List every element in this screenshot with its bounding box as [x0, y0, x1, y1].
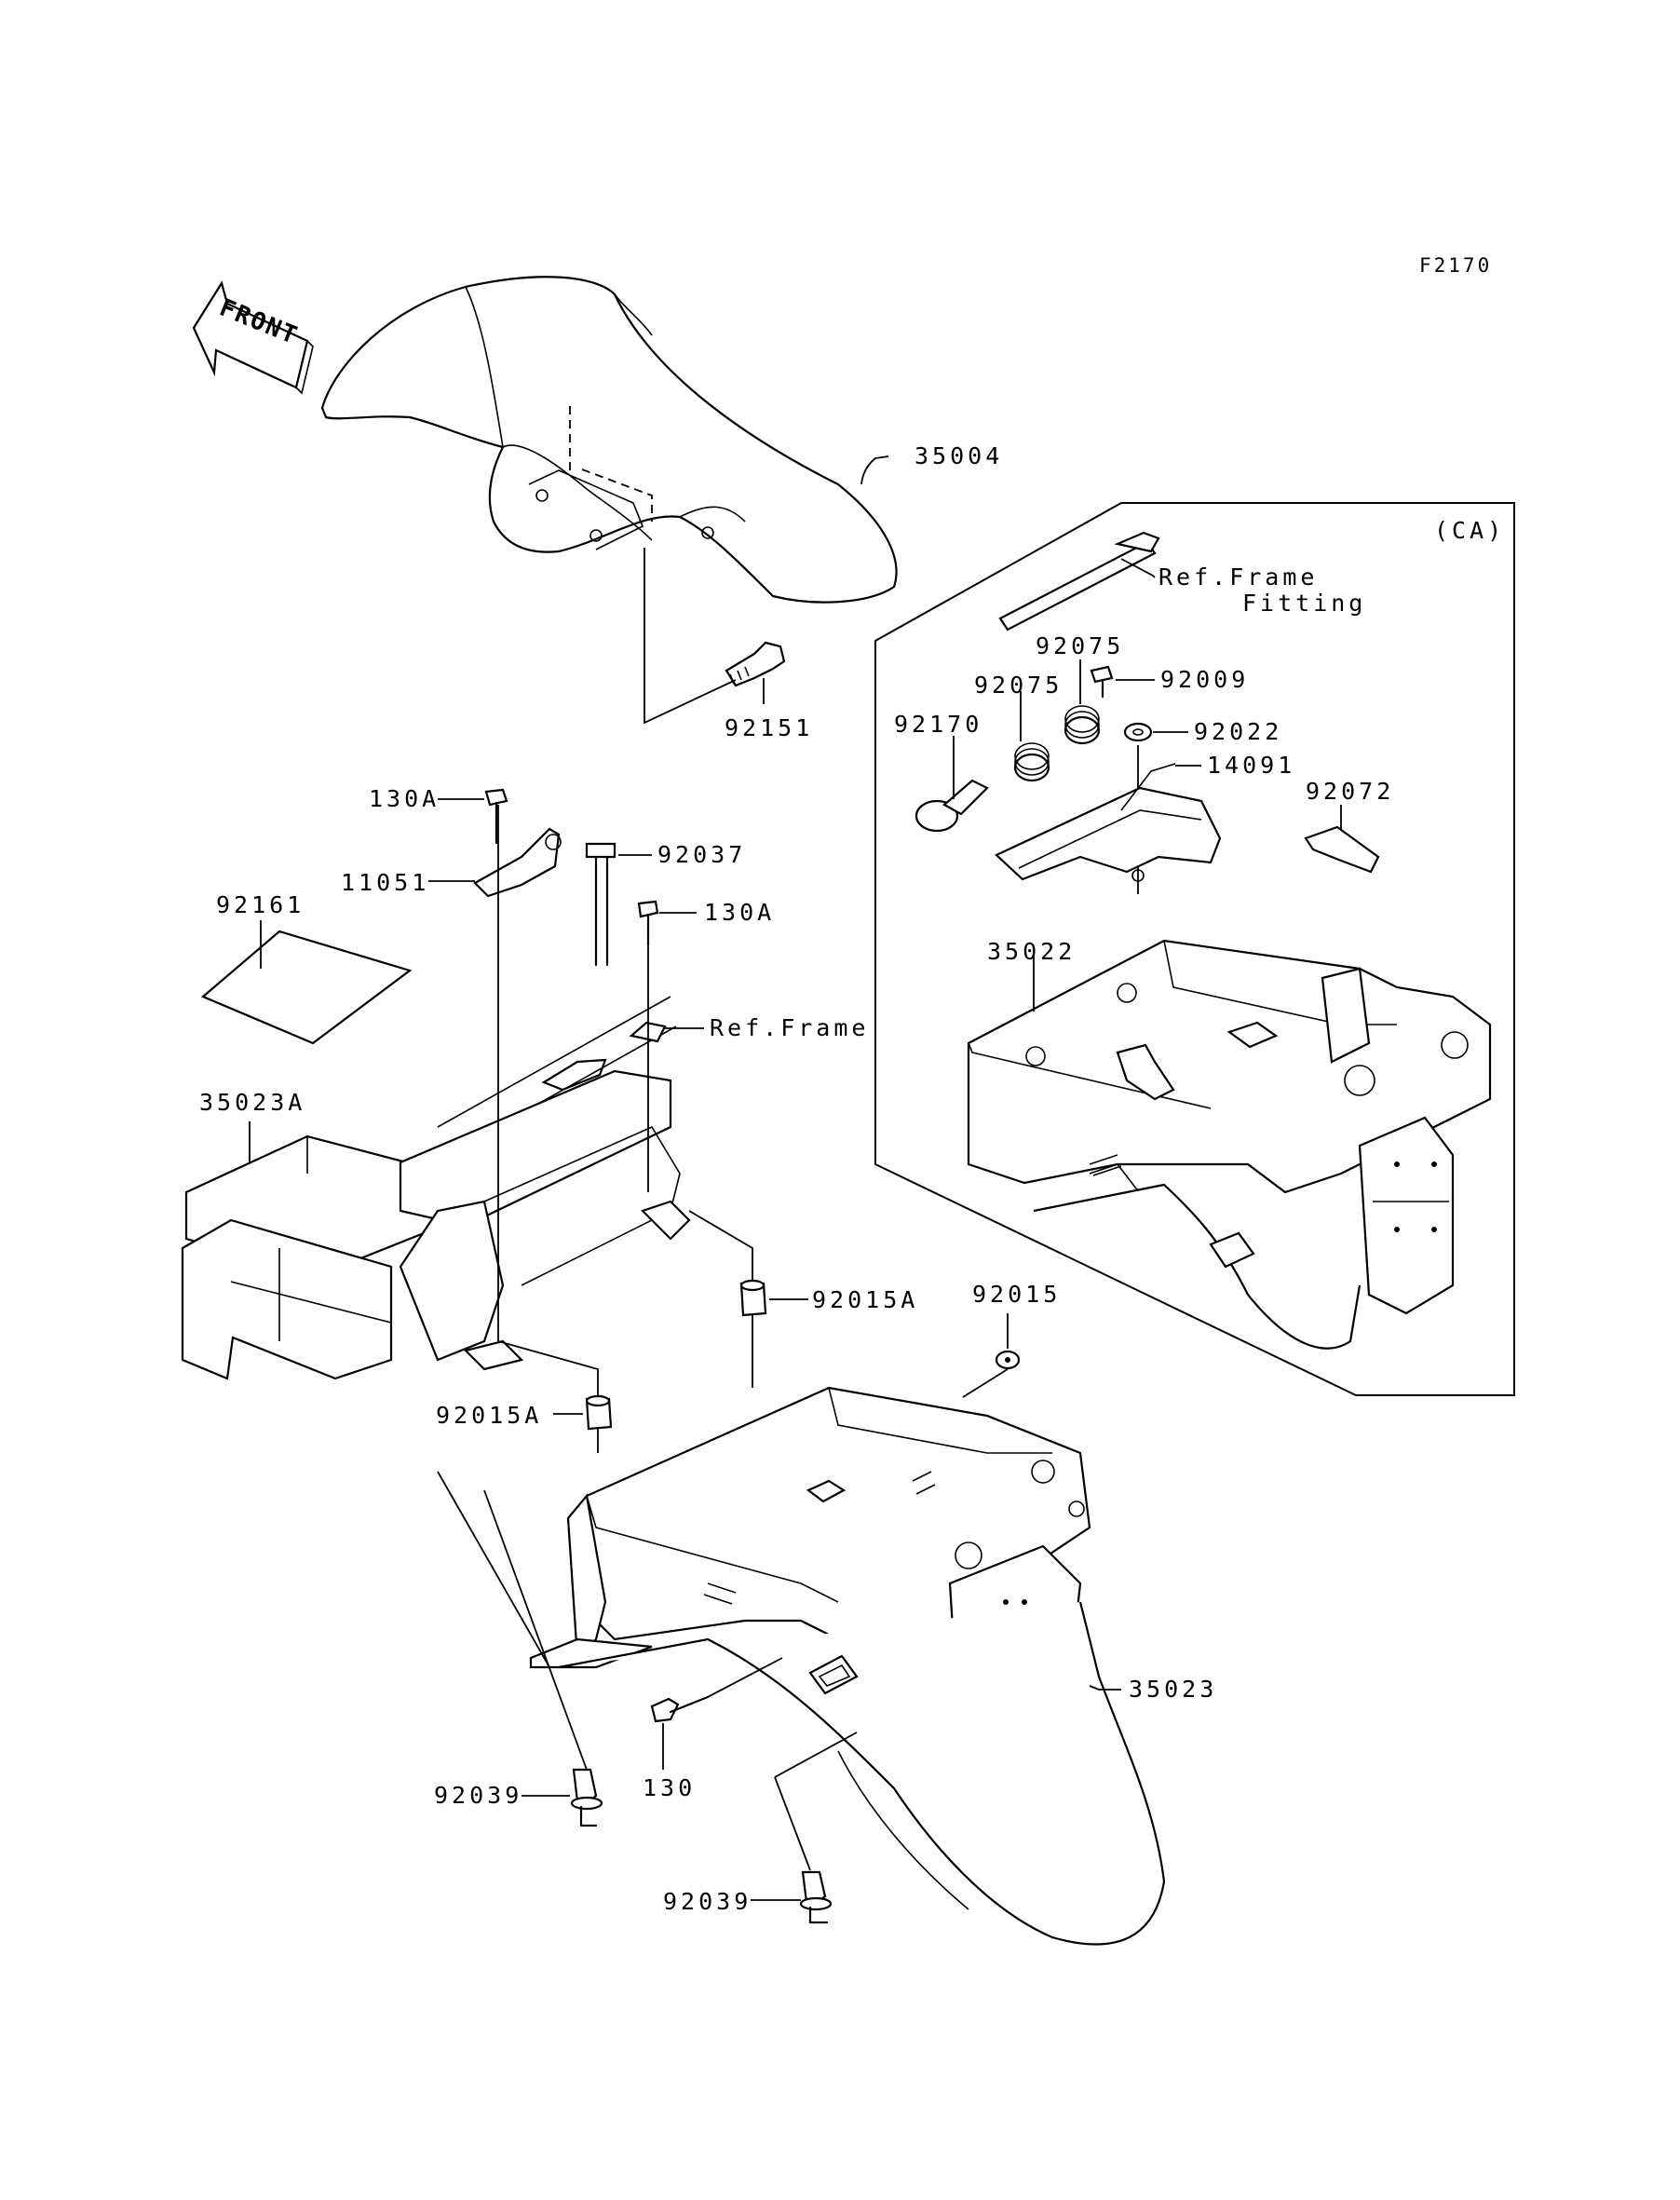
ca-inset	[874, 502, 1515, 1396]
grommet-92075-b	[1064, 659, 1101, 745]
part-92015: 92015	[972, 1281, 1061, 1308]
part-92151: 92151	[725, 714, 813, 741]
part-35023a: 35023A	[199, 1089, 305, 1116]
cover-14091	[995, 763, 1222, 882]
pad-92161	[200, 920, 413, 1045]
bolt-92151	[644, 548, 786, 725]
front-fender	[320, 276, 898, 604]
part-92170: 92170	[894, 711, 982, 738]
part-35022: 35022	[987, 938, 1076, 965]
frame-fitting-strip	[998, 531, 1160, 631]
figure-code: F2170	[1419, 254, 1492, 277]
washer-92015	[962, 1313, 1021, 1398]
grommet-92075-a	[1013, 691, 1050, 782]
part-92039-bottom: 92039	[663, 1888, 752, 1915]
bolt-130a-mid	[637, 900, 697, 946]
part-92015a-right: 92015A	[812, 1286, 918, 1313]
part-92022: 92022	[1194, 718, 1282, 745]
ref-frame-label: Ref.Frame	[710, 1014, 869, 1041]
part-92037: 92037	[657, 841, 746, 868]
damper-92015a-left	[497, 1340, 613, 1453]
band-92072	[1304, 805, 1380, 874]
part-130a-mid: 130A	[704, 899, 775, 926]
ref-frame-fitting-1: Ref.Frame	[1158, 564, 1318, 591]
ref-frame-fitting-2: Fitting	[1242, 590, 1366, 617]
part-35004: 35004	[915, 442, 1003, 469]
bolt-130	[650, 1657, 783, 1770]
part-92015a-left: 92015A	[436, 1402, 542, 1429]
part-35023: 35023	[1129, 1676, 1217, 1703]
battery-case-35022	[967, 939, 1492, 1350]
part-130: 130	[643, 1774, 696, 1801]
part-92075-a: 92075	[974, 672, 1063, 699]
bolt-130a-top	[438, 788, 508, 845]
clip-92039-left	[437, 1471, 603, 1827]
clamp-92170	[915, 736, 989, 833]
part-130a-top: 130A	[369, 785, 440, 812]
damper-92015a-right	[688, 1210, 808, 1388]
rear-fender-35023	[529, 1386, 1166, 1946]
screw-92009	[1090, 665, 1155, 699]
part-92161: 92161	[216, 891, 305, 918]
part-92075-b: 92075	[1036, 632, 1124, 659]
part-11051: 11051	[341, 869, 429, 896]
strap-92037	[585, 842, 652, 967]
bracket-11051	[428, 827, 562, 898]
front-arrow-icon: FRONT	[192, 280, 314, 395]
part-92039-left: 92039	[434, 1782, 522, 1809]
part-14091: 14091	[1207, 752, 1295, 779]
ca-label: (CA)	[1434, 517, 1505, 544]
battery-case-35023a	[181, 805, 691, 1380]
part-92009: 92009	[1160, 666, 1249, 693]
clip-92039-bottom	[751, 1731, 858, 1924]
ref-frame-bracket	[437, 996, 704, 1156]
part-92072: 92072	[1306, 778, 1394, 805]
